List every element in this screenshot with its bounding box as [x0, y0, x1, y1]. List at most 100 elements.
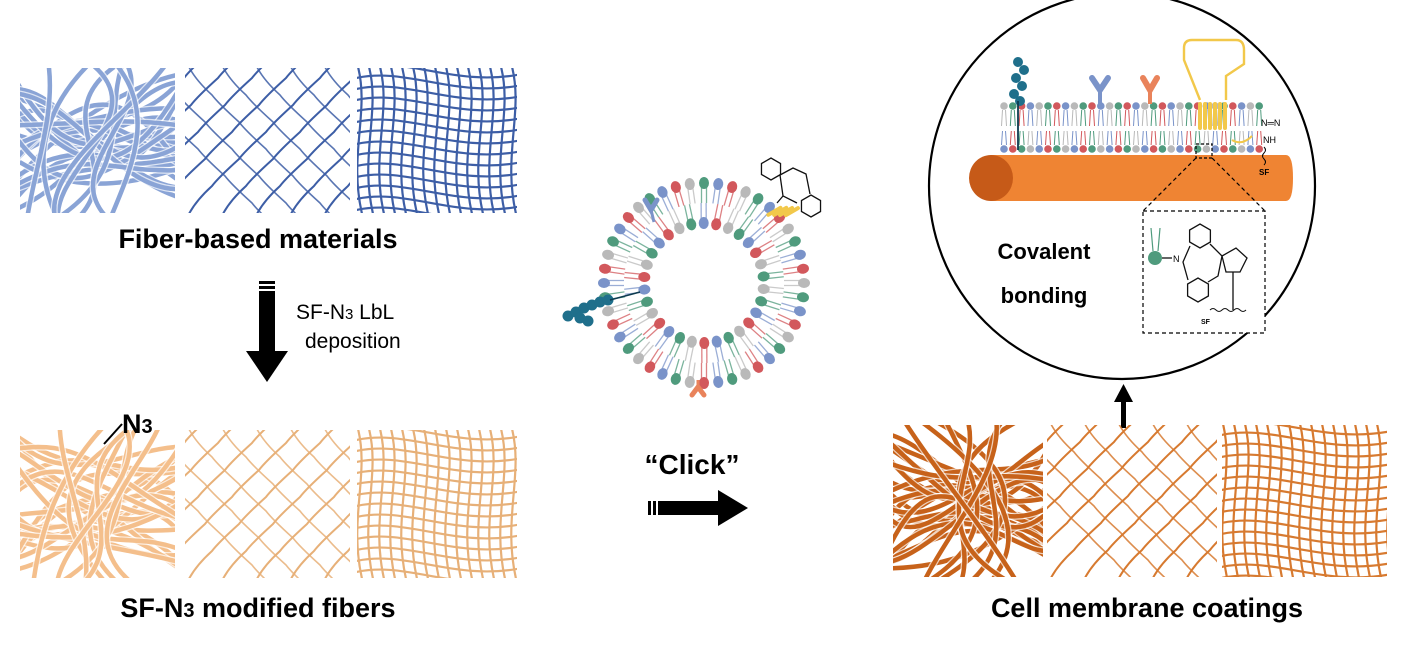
- blue-woven-fiber-mesh: [357, 68, 517, 213]
- glyco-bead: [1009, 89, 1019, 99]
- protein-tail: [1231, 135, 1253, 144]
- lipid-head: [646, 247, 658, 259]
- lipid-tail: [1157, 227, 1161, 252]
- weave-warp: [1320, 425, 1328, 577]
- lipid-tail: [1194, 109, 1197, 127]
- fiber-based-materials-label: Fiber-based materials: [118, 224, 397, 254]
- lipid-head: [711, 218, 722, 231]
- lipid-tail: [1066, 109, 1069, 127]
- lipid-head-top: [1114, 102, 1123, 110]
- lipid-head-bottom: [1097, 145, 1105, 153]
- lipid-head: [755, 296, 768, 307]
- glyco-bead: [1013, 57, 1023, 67]
- fiber: [31, 430, 104, 578]
- fiber: [923, 425, 999, 577]
- lipid-head: [670, 181, 681, 193]
- weave-warp: [389, 430, 397, 578]
- fiber: [904, 425, 1017, 577]
- mesh-strand: [222, 430, 350, 563]
- weave-warp: [367, 68, 375, 213]
- lipid-head-bottom: [1009, 145, 1017, 153]
- weave-group: [357, 68, 517, 213]
- protein-helix: [1203, 102, 1207, 130]
- deposition-label-line1: SF-N3 LbL: [296, 301, 394, 324]
- lipid-head: [654, 317, 666, 329]
- glyco-bead: [602, 294, 614, 306]
- coating-up-arrow: [1114, 384, 1133, 428]
- lipid-head-top: [1088, 102, 1096, 110]
- weave-warp: [400, 430, 408, 578]
- mesh-strand: [1047, 492, 1132, 577]
- mesh-strand: [290, 68, 350, 134]
- lipid-head-bottom: [1070, 145, 1079, 153]
- lipid-head: [607, 319, 619, 330]
- weave-weft: [357, 430, 517, 441]
- blue-knit-fiber-mesh: [185, 0, 741, 284]
- lipid-head: [684, 376, 695, 388]
- lipid-head: [622, 343, 635, 354]
- dbco-linker: [776, 195, 784, 204]
- benzene-ring: [1186, 277, 1210, 303]
- lipid-head: [722, 222, 734, 234]
- mesh-strand: [222, 80, 350, 213]
- lipid-head-bottom: [1185, 145, 1193, 153]
- lipid-tail: [1080, 130, 1083, 146]
- mesh-strand: [185, 68, 263, 146]
- mesh-strand: [290, 147, 350, 213]
- weave-warp: [510, 430, 517, 578]
- weave-weft: [357, 85, 517, 101]
- cell-membrane-coatings-label: Cell membrane coatings: [991, 593, 1303, 623]
- lipid-head: [773, 343, 786, 354]
- lipid-tail: [1036, 109, 1039, 127]
- mesh-strand: [256, 430, 350, 529]
- weave-weft: [357, 162, 517, 178]
- lipid-head-bottom: [1044, 145, 1052, 153]
- orange-random-fiber-mat: [893, 425, 1043, 577]
- lipid-tail: [1189, 130, 1192, 146]
- lipid-tail: [1005, 130, 1007, 146]
- mesh-strand: [222, 68, 350, 201]
- mesh-strand: [1152, 506, 1217, 577]
- lipid-tail: [1097, 130, 1100, 146]
- lipid-head-top: [1167, 102, 1175, 110]
- mesh-strand: [423, 0, 639, 223]
- lipid-head: [602, 249, 614, 260]
- lipid-tail: [1053, 109, 1056, 127]
- lipid-tail: [1150, 130, 1153, 146]
- mesh-strand: [1186, 540, 1217, 577]
- lipid-head-top: [1035, 102, 1043, 110]
- lipid-tail: [1089, 109, 1091, 127]
- lipid-tail: [1057, 109, 1060, 127]
- lipid-head-bottom: [1026, 145, 1035, 153]
- weave-warp: [488, 68, 496, 213]
- lipid-head-top: [1026, 102, 1035, 110]
- fiber: [90, 68, 134, 213]
- lipid-head: [789, 319, 801, 330]
- lipid-head: [699, 336, 710, 349]
- glyco-bead: [1011, 73, 1021, 83]
- mesh-strand: [1047, 425, 1098, 476]
- lipid-head-bottom: [1035, 145, 1043, 153]
- lipid-head-bottom: [1088, 145, 1096, 153]
- lipid-tail: [1260, 109, 1263, 127]
- lipid-tail: [1119, 130, 1122, 146]
- mesh-strand: [256, 68, 350, 167]
- lipid-head: [614, 223, 626, 235]
- lipid-tail: [1106, 109, 1109, 127]
- lipid-tail: [1093, 130, 1095, 146]
- lipid-tail: [1022, 130, 1025, 146]
- lipid-head: [755, 259, 767, 270]
- mesh-strand: [188, 430, 334, 578]
- lipid-head-bottom: [1123, 145, 1131, 153]
- lipid-tail: [1009, 130, 1012, 146]
- lipid-tail: [1040, 109, 1043, 127]
- mesh-strand: [525, 0, 741, 223]
- lipid-head-bottom: [1149, 145, 1158, 153]
- lipid-head-top: [1176, 102, 1184, 110]
- lipid-tail: [1031, 130, 1034, 146]
- weave-weft: [1222, 453, 1387, 469]
- mesh-strand: [525, 58, 741, 284]
- lipid-head-top: [1000, 102, 1008, 110]
- deposition-down-arrow: [246, 281, 288, 382]
- mesh-strand: [1050, 425, 1200, 577]
